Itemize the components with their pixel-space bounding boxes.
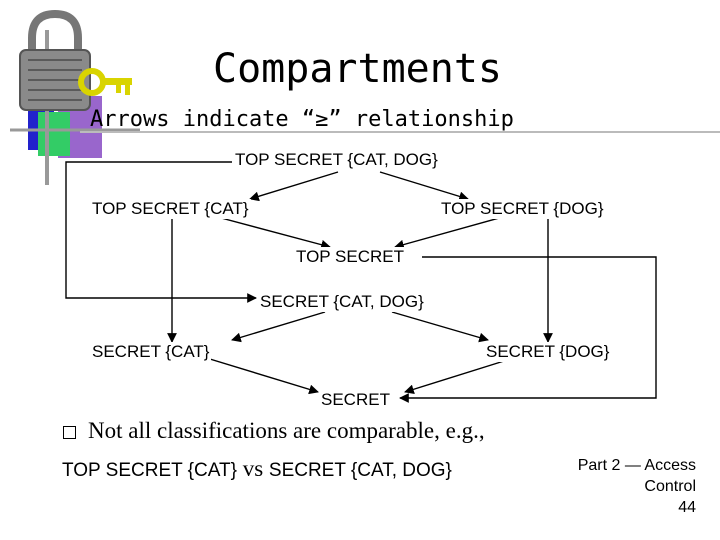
bullet-text: Not all classifications are comparable, … [88,418,485,444]
arrow-ts-to-s [400,257,656,398]
node-secret-cat: SECRET {CAT} [90,342,211,362]
node-top-secret-cat-dog: TOP SECRET {CAT, DOG} [233,150,440,170]
arrow-tscd-to-scd [66,162,256,298]
arrow-tsdog-to-ts [395,215,510,247]
node-top-secret: TOP SECRET [294,247,406,267]
arrow-tscd-to-tsdog [380,172,468,199]
arrow-tscat-to-ts [210,215,330,247]
footer: Part 2 — Access Control 44 [578,455,696,518]
arrow-scd-to-sdog [392,312,488,340]
node-secret-dog: SECRET {DOG} [484,342,611,362]
example-right: SECRET {CAT, DOG} [269,460,452,481]
page-number: 44 [578,497,696,518]
example-vs: vs [237,456,269,481]
footer-section-cont: Control [578,476,696,497]
node-secret-cat-dog: SECRET {CAT, DOG} [258,292,426,312]
bullet-box-icon [63,426,76,439]
arrow-scat-to-s [200,356,318,392]
footer-section: Part 2 — Access [578,455,696,476]
node-secret: SECRET [319,390,392,410]
arrow-tscd-to-tscat [250,172,338,199]
node-top-secret-dog: TOP SECRET {DOG} [439,199,606,219]
arrow-scd-to-scat [232,312,325,340]
example-line: TOP SECRET {CAT} vs SECRET {CAT, DOG} [62,456,452,482]
example-left: TOP SECRET {CAT} [62,460,237,481]
node-top-secret-cat: TOP SECRET {CAT} [90,199,251,219]
